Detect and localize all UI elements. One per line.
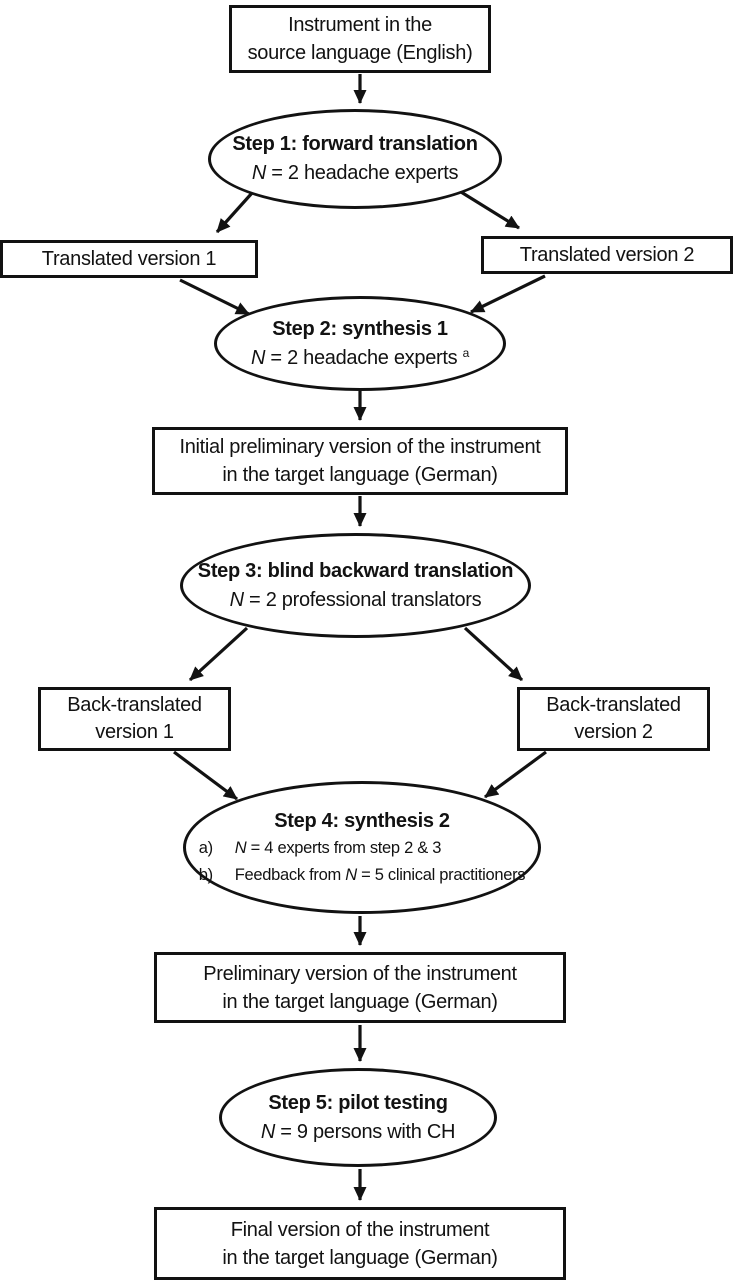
- list-item-prefix: a): [198, 839, 213, 858]
- node-text-line: Translated version 1: [41, 247, 217, 270]
- node-text-line: version 2: [574, 721, 653, 743]
- list-item-prefix: b): [198, 866, 213, 884]
- arrow-translated1-to-step2: [179, 278, 250, 316]
- step-title: Step 4: synthesis 2: [274, 810, 450, 833]
- arrow-step1-to-translated1: [215, 191, 254, 234]
- node-step1-forward-translation: Step 1: forward translation N = 2 headac…: [208, 109, 502, 209]
- list-item-text: Feedback from N = 5 clinical practitione…: [234, 866, 526, 884]
- step-detail: N = 2 headache experts a: [251, 345, 470, 369]
- node-final-version: Final version of the instrument in the t…: [154, 1207, 566, 1280]
- step-detail: N = 2 professional translators: [229, 588, 482, 611]
- node-text-line: Final version of the instrument: [230, 1218, 490, 1241]
- step-detail: N = 2 headache experts: [251, 162, 459, 184]
- step-title: Step 5: pilot testing: [268, 1091, 448, 1114]
- arrow-translated2-to-step2: [470, 274, 546, 314]
- node-text-line: Preliminary version of the instrument: [203, 962, 517, 985]
- node-translated-version-2: Translated version 2: [481, 236, 733, 274]
- node-initial-preliminary-version: Initial preliminary version of the instr…: [152, 427, 568, 495]
- arrow-step3-to-back2: [463, 626, 524, 682]
- node-text-line: Back-translated: [546, 694, 681, 716]
- arrow-back1-to-step4: [173, 750, 238, 801]
- step-title: Step 3: blind backward translation: [197, 559, 514, 582]
- node-text-line: source language (English): [247, 42, 473, 64]
- node-text-line: Back-translated: [67, 694, 202, 716]
- node-back-translated-version-1: Back-translated version 1: [38, 687, 231, 751]
- arrow-step1-to-translated2: [460, 190, 520, 230]
- step4-item-list: a) N = 4 experts from step 2 & 3 b) Feed…: [199, 837, 526, 888]
- node-text-line: in the target language (German): [222, 990, 498, 1013]
- arrow-back2-to-step4: [484, 750, 547, 799]
- list-item-text: N = 4 experts from step 2 & 3: [234, 839, 442, 858]
- step-detail: N = 9 persons with CH: [260, 1120, 456, 1143]
- node-translated-version-1: Translated version 1: [0, 240, 258, 278]
- node-step2-synthesis-1: Step 2: synthesis 1 N = 2 headache exper…: [214, 296, 506, 391]
- node-back-translated-version-2: Back-translated version 2: [517, 687, 710, 751]
- node-step4-synthesis-2: Step 4: synthesis 2 a) N = 4 experts fro…: [183, 781, 541, 914]
- node-step5-pilot-testing: Step 5: pilot testing N = 9 persons with…: [219, 1068, 497, 1167]
- node-source-instrument: Instrument in the source language (Engli…: [229, 5, 491, 73]
- node-text-line: in the target language (German): [222, 464, 498, 486]
- step-title: Step 2: synthesis 1: [272, 317, 448, 340]
- node-text-line: Translated version 2: [519, 243, 695, 266]
- node-step3-blind-backward-translation: Step 3: blind backward translation N = 2…: [180, 533, 531, 638]
- step-title: Step 1: forward translation: [232, 133, 478, 155]
- arrow-step3-to-back1: [188, 626, 249, 682]
- footnote-marker: a: [462, 345, 470, 360]
- node-preliminary-version: Preliminary version of the instrument in…: [154, 952, 566, 1023]
- node-text-line: Initial preliminary version of the instr…: [179, 436, 541, 458]
- node-text-line: in the target language (German): [222, 1246, 498, 1269]
- node-text-line: version 1: [95, 721, 174, 743]
- node-text-line: Instrument in the: [288, 14, 432, 36]
